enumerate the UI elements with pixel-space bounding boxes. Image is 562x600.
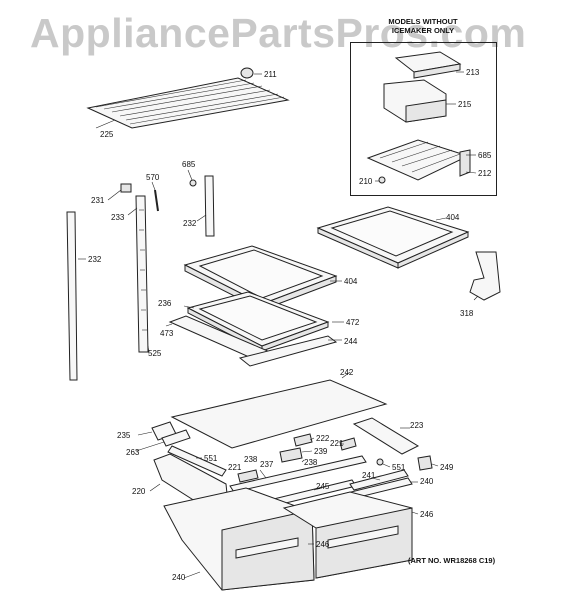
- hinge-249: [417, 455, 439, 471]
- callout-225: 225: [100, 130, 114, 139]
- callout-685-inset: 685: [478, 151, 492, 160]
- callout-232-left: 232: [88, 255, 102, 264]
- callout-318: 318: [460, 309, 474, 318]
- ice-tray-213: [394, 51, 464, 79]
- callout-239: 239: [314, 447, 328, 456]
- screw-685: [187, 169, 197, 187]
- callout-551-right: 551: [392, 463, 406, 472]
- callout-241: 241: [362, 471, 376, 480]
- callout-473: 473: [160, 329, 174, 338]
- frame-rail-237: [229, 455, 367, 493]
- frame-clip-238a: [237, 469, 259, 483]
- center-clip-239: [279, 447, 313, 463]
- frame-rail-241: [349, 469, 409, 491]
- ladder-bottom-525: [147, 345, 150, 353]
- cover-rail-551: [167, 445, 227, 477]
- shelf-ladder-right: [196, 175, 215, 237]
- callout-685: 685: [182, 160, 196, 169]
- screw-570: [151, 181, 159, 212]
- callout-220: 220: [132, 487, 146, 496]
- callout-240-right: 240: [420, 477, 434, 486]
- callout-231: 231: [91, 196, 105, 205]
- callout-221-lower: 221: [228, 463, 242, 472]
- callout-246-right: 246: [420, 510, 434, 519]
- slide-out-shelf: [165, 291, 344, 367]
- callout-237: 237: [260, 460, 274, 469]
- ice-bin-215: [383, 79, 456, 123]
- cover-rail-263: [135, 429, 191, 452]
- callout-223: 223: [410, 421, 424, 430]
- callout-222: 222: [316, 434, 330, 443]
- crisper-drawer-left: [163, 487, 315, 591]
- callout-236: 236: [158, 299, 172, 308]
- screw-551b: [376, 458, 391, 468]
- callout-232-upper: 232: [183, 219, 197, 228]
- frame-rail-223: [352, 417, 420, 455]
- callout-472: 472: [346, 318, 360, 327]
- callout-240-left: 240: [172, 573, 186, 582]
- art-number: (ART NO. WR18268 C19): [408, 556, 496, 565]
- callout-245: 245: [316, 482, 330, 491]
- callout-labels: 211 225 685 570 231 233 232 232 404 404 …: [88, 68, 492, 582]
- crisper-cover-glass: [170, 371, 388, 449]
- callout-404-lower: 404: [344, 277, 358, 286]
- callout-211: 211: [264, 70, 277, 79]
- frame-clip-238b: [301, 459, 305, 463]
- callout-242: 242: [340, 368, 354, 377]
- callout-221-upper: 221: [330, 439, 344, 448]
- shelf-knob: [240, 67, 262, 79]
- glass-shelf-upper: [316, 206, 470, 269]
- callout-238-left: 238: [244, 455, 258, 464]
- callout-215: 215: [458, 100, 472, 109]
- callout-525: 525: [148, 349, 162, 358]
- callout-249: 249: [440, 463, 454, 472]
- ladder-clip: [107, 183, 132, 201]
- callout-263: 263: [126, 448, 140, 457]
- callout-238-right: 238: [304, 458, 318, 467]
- callout-210: 210: [359, 177, 373, 186]
- callout-570: 570: [146, 173, 160, 182]
- ice-rack-212: [366, 139, 477, 181]
- callout-246-left: 246: [316, 540, 330, 549]
- callout-235: 235: [117, 431, 131, 440]
- callout-244: 244: [344, 337, 358, 346]
- crisper-drawer-right: [282, 491, 419, 579]
- frame-clip-221b: [339, 437, 357, 451]
- bracket-318: [469, 251, 501, 301]
- watermark: AppliancePartsPros.com: [30, 10, 527, 56]
- wire-shelf: [86, 77, 290, 129]
- callout-233: 233: [111, 213, 125, 222]
- shelf-ladder-left: [66, 211, 86, 381]
- screw-210: [375, 176, 386, 184]
- icemaker-inset-box: [350, 42, 497, 196]
- center-clip-222: [293, 433, 315, 447]
- inset-title: MODELS WITHOUT ICEMAKER ONLY: [388, 17, 458, 35]
- callout-551-left: 551: [204, 454, 218, 463]
- callout-404-upper: 404: [446, 213, 460, 222]
- shelf-ladder-center: [127, 195, 149, 353]
- glass-shelf-lower: [183, 245, 342, 311]
- callout-213: 213: [466, 68, 480, 77]
- callout-212: 212: [478, 169, 492, 178]
